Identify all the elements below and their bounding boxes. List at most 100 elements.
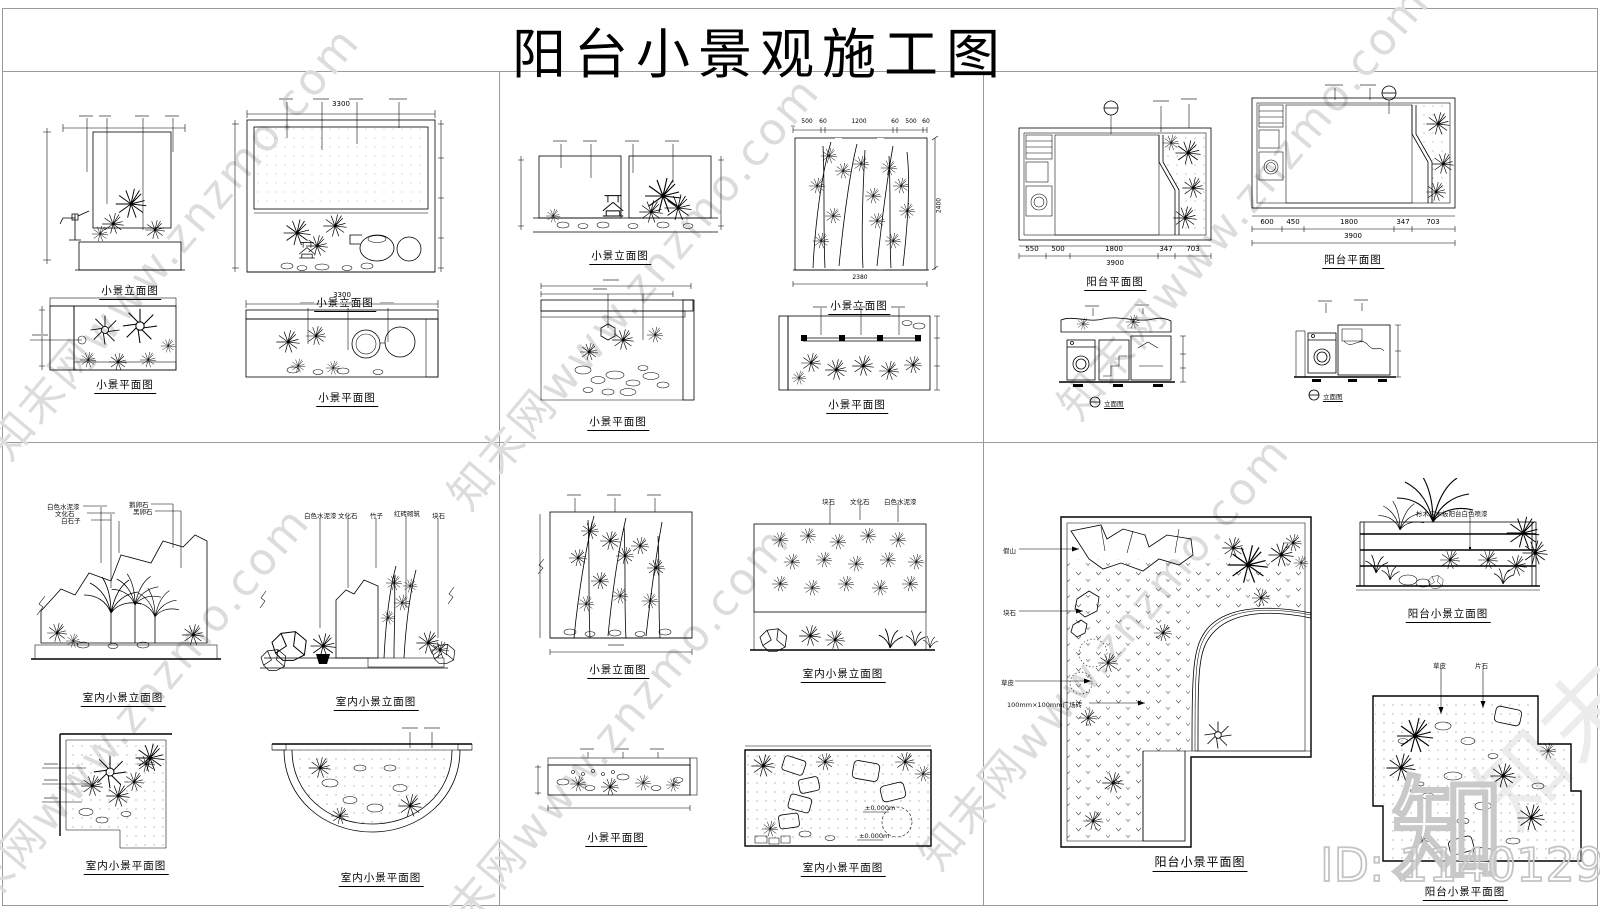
drawing-a4: 3300 小景平面图 [238, 291, 448, 407]
e2-sketch [750, 504, 939, 652]
sheet-id: ID: 1140129879 [1319, 837, 1600, 893]
border-top [2, 8, 1597, 9]
f1-annotation: 假山 [1003, 547, 1016, 555]
drawing-f1: 假山 块石 草皮 100mm×100mm广场砖 阳台小景平面图 [993, 503, 1323, 875]
drawing-b1: 小景立面图 [513, 138, 728, 265]
d2-annotation: 竹子 [370, 512, 383, 520]
d1-annotation: 白色水泥漆 [47, 503, 80, 511]
a3-label: 小景平面图 [94, 377, 156, 394]
e4-label: 室内小景平面图 [800, 860, 886, 877]
drawing-b3: 小景平面图 [523, 279, 708, 431]
c1-dim: 550 [1025, 245, 1039, 253]
a1-label: 小景立面图 [99, 283, 161, 300]
drawing-e1: 小景立面图 [530, 494, 705, 679]
e1-label: 小景立面图 [587, 662, 649, 679]
c1-dim: 703 [1186, 245, 1200, 253]
b2-dim: 60 [891, 118, 899, 125]
c2-dim: 600 [1260, 218, 1274, 226]
drawing-a2: 3300 小景立面图 [227, 98, 447, 312]
title-divider [2, 71, 1597, 72]
d2-annotation: 白色水泥漆 [304, 512, 337, 520]
b2-dim: 500 [905, 118, 917, 125]
e3-label: 小景平面图 [585, 830, 647, 847]
c3-label: 立面图 [1104, 400, 1124, 409]
f2-sketch [1356, 478, 1548, 591]
a1-sketch [43, 118, 186, 271]
a4-sketch [245, 300, 439, 378]
c2-dim: 450 [1286, 218, 1300, 226]
b2-dim: 1200 [851, 118, 867, 125]
b2-dim: 500 [801, 118, 813, 125]
c4-sketch [1294, 303, 1401, 401]
b2-dim-bottom: 2380 [852, 274, 868, 281]
f1-annotation: 草皮 [1001, 679, 1014, 687]
drawing-e4: ±0.000m ±0.000m 室内小景平面图 [735, 734, 940, 877]
c2-dim-total: 3900 [1344, 232, 1362, 240]
drawing-d2: 白色水泥漆 文化石 竹子 红砖砌筑 块石 室内小景立面图 [248, 508, 458, 711]
drawing-a3: 小景平面图 [30, 290, 190, 394]
a4-dim-top: 3300 [333, 291, 351, 299]
e4-level: ±0.000m [859, 832, 890, 840]
drawing-f2: 杉木实木板阳台白色喷漆 阳台小景立面图 [1338, 478, 1553, 623]
b2-dim-right: 2400 [935, 197, 943, 214]
f3-label: 阳台小景平面图 [1422, 884, 1508, 901]
b3-sketch [540, 283, 695, 401]
d2-sketch [259, 516, 456, 671]
a2-dim-top: 3300 [332, 100, 350, 108]
e1-sketch [537, 498, 693, 655]
c1-dim: 500 [1051, 245, 1065, 253]
horizontal-divider [2, 442, 1597, 443]
drawing-d1: 白色水泥漆 文化石 白石子 鹅卵石 黑卵石 室内小景立面图 [23, 493, 223, 707]
d1-sketch [31, 503, 221, 660]
b1-label: 小景立面图 [589, 248, 651, 265]
b3-label: 小景平面图 [587, 414, 649, 431]
e3-sketch [535, 752, 698, 811]
d4-sketch [271, 732, 473, 833]
f1-label: 阳台小景平面图 [1152, 853, 1248, 872]
c3-sketch [1059, 308, 1186, 408]
drawing-d3: 室内小景平面图 [42, 724, 192, 875]
b1-sketch [518, 144, 724, 233]
a4-label: 小景平面图 [316, 390, 378, 407]
drawing-e3: 小景平面图 [528, 748, 703, 847]
e2-label: 室内小景立面图 [800, 666, 886, 683]
border-left [2, 8, 3, 906]
a3-sketch [30, 297, 177, 371]
drawing-c2: 600 450 1800 347 703 3900 阳台平面图 [1240, 84, 1475, 284]
c4-label: 立面图 [1323, 393, 1343, 402]
f2-annotation: 杉木实木板阳台白色喷漆 [1416, 510, 1488, 518]
e2-annotation: 白色水泥漆 [884, 498, 917, 506]
f3-annotation: 片石 [1475, 662, 1488, 670]
c2-label: 阳台平面图 [1322, 252, 1384, 269]
f3-sketch [1372, 668, 1582, 863]
c1-sketch [1018, 100, 1212, 259]
d1-annotation: 鹅卵石 [129, 501, 149, 509]
watermark-brand: 知末 [1391, 769, 1510, 896]
b4-sketch [778, 308, 940, 391]
drawing-b4: 小景平面图 [771, 306, 946, 414]
vertical-divider-2 [983, 71, 984, 905]
d2-annotation: 文化石 [338, 512, 358, 520]
d1-annotation: 黑卵石 [133, 508, 153, 516]
drawing-c3: 立面图 [1043, 304, 1193, 416]
f3-annotation: 草皮 [1433, 662, 1446, 670]
a2-sketch [232, 102, 444, 273]
d4-label: 室内小景平面图 [338, 870, 424, 887]
drawing-c4: 立面图 [1286, 299, 1406, 407]
c1-dim-total: 3900 [1106, 259, 1124, 267]
b2-dim: 60 [819, 118, 827, 125]
page-title: 阳台小景观施工图 [512, 25, 1008, 85]
f2-label: 阳台小景立面图 [1405, 606, 1491, 623]
border-right [1597, 8, 1598, 906]
e4-level: ±0.000m [865, 804, 896, 812]
f1-sketch [1015, 516, 1312, 848]
c2-dim: 703 [1426, 218, 1440, 226]
c2-dim: 1800 [1340, 218, 1358, 226]
drawing-c1: 550 500 1800 347 703 3900 阳台平面图 [993, 98, 1223, 294]
d1-annotation: 白石子 [61, 517, 81, 525]
drawing-d4: 室内小景平面图 [260, 727, 485, 887]
c1-label: 阳台平面图 [1084, 274, 1146, 291]
e2-annotation: 块石 [822, 498, 835, 506]
f1-annotation: 块石 [1003, 609, 1016, 617]
